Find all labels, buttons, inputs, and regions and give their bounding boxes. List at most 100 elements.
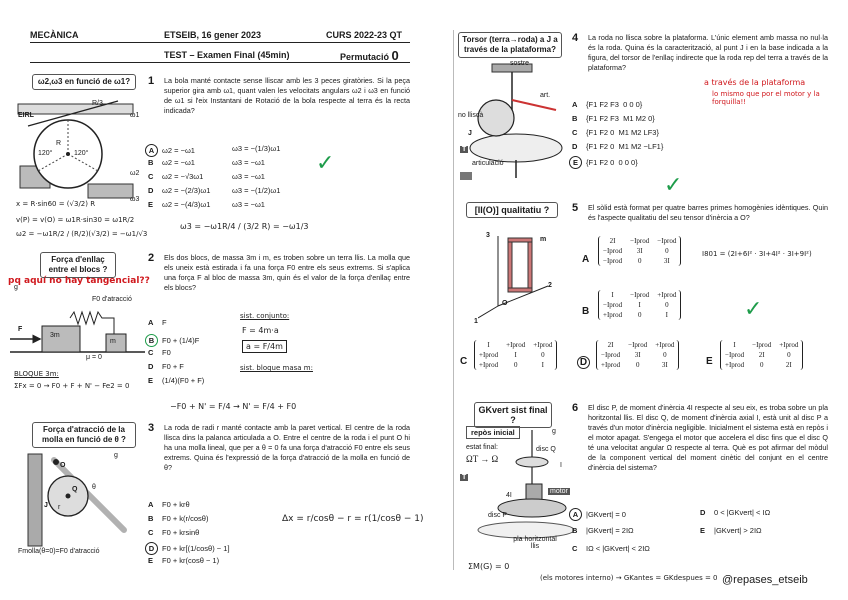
q1-label-w2: ω2 [130,170,140,177]
q5-option-b-label[interactable]: B [582,306,590,317]
q1-number: 1 [148,75,155,87]
q4-number: 4 [572,32,579,44]
q1-note-2: v(P) = v(O) = ω1R·sin30 = ω1R/2 [16,216,135,224]
wheel [477,99,515,137]
q2-label-f: F [18,326,23,333]
q2-note-1: sist. conjunto: [240,312,290,320]
q1-figure [17,100,134,199]
q1-label-120a: 120° [38,150,53,157]
q4-red-note-1: a través de la plataforma [704,78,806,87]
bar-4 [507,237,533,243]
q2-label-mu: μ = 0 [86,354,102,361]
bar-3 [507,287,533,293]
q6-option-a[interactable]: A|GKvert| = 0 [569,508,626,521]
q6-estat-final: estat final: [466,444,498,451]
platform [469,133,563,163]
q4-box: Torsor (terra→roda) a J a través de la p… [458,32,562,58]
q6-number: 6 [572,402,579,414]
q3-label-theta: θ [92,484,96,491]
q1-note-1: x = R·sin60 = (√3/2) R [16,200,96,208]
top-piece [17,103,134,115]
q1-note-3: ω2 = −ω1R/2 / (R/2)(√3/2) = −ω1/√3 [16,230,148,238]
q3-label-j: J [44,502,48,509]
q4-figure [460,63,563,180]
q4-option-e[interactable]: E{F1 F2 0 0 0 0} [569,156,638,169]
q6-option-b[interactable]: B|GKvert| = 2IΩ [572,526,634,535]
q2-label-m: m [110,338,116,345]
q2-number: 2 [148,252,155,264]
q1-box: ω2,ω3 en funció de ω1? [32,74,136,90]
q3-label-g: g [114,452,118,459]
block-3m [41,325,81,353]
q5-box: [II(O)] qualitatiu ? [466,202,558,218]
q4-label-art: art. [540,92,551,99]
q4-option-d[interactable]: D{F1 F2 0 M1 M2 −LF1} [572,142,664,151]
bar-1 [507,239,513,291]
fork [511,99,557,111]
q1-option-b-w3: ω3 = −ω1 [232,158,265,167]
q2-note-2: F = 4m·a [242,326,279,335]
q4-label-nolliscar: no lliscà [458,112,484,119]
subject: MECÀNICA [30,30,79,40]
test-title: TEST – Examen Final (45min) [164,50,290,60]
q2-option-e[interactable]: E(1/4)(F0 + F) [148,376,205,385]
disc-p [497,498,567,518]
q1-note-4: ω3 = −ω1R/4 / (3/2 R) = −ω1/3 [180,222,309,231]
right-piece [87,183,134,199]
q6-repos: repòs inicial [466,426,520,439]
q6-label-i: I [560,462,562,469]
q6-box: GKvert sist final ? [474,402,552,428]
q1-label-r: R [56,140,62,147]
q6-label-discp: disc P [488,512,508,519]
q6-option-e[interactable]: E|GKvert| > 2IΩ [700,526,762,535]
q3-label-fmolla: Fmolla(θ=0)=F0 d'atracció [18,548,100,555]
q5-label-1: 1 [474,318,478,325]
q4-option-b[interactable]: B{F1 F2 F3 M1 M2 0} [572,114,655,123]
q2-label-3m: 3m [50,332,60,339]
q6-label-discq: disc Q [536,446,556,453]
q5-text: El sòlid està format per quatre barres p… [588,203,828,222]
q5-note: I801 = (2I+6I² · 3I+4I² · 3I+9I²) [702,250,812,258]
q3-number: 3 [148,422,155,434]
q4-option-a[interactable]: A{F1 F2 F3 0 0 0} [572,100,643,109]
plane [477,521,575,539]
perm-value: 0 [391,48,399,63]
lever [51,457,127,533]
q5-label-3: 3 [486,232,490,239]
q1-label-w3: ω3 [130,196,140,203]
q2-note-3: a = F/4m [242,340,287,353]
wall [27,453,43,547]
q2-note-7: BLOQUE 3m: [14,370,59,378]
q4-option-c[interactable]: C{F1 F2 0 M1 M2 LF3} [572,128,659,137]
q5-option-c-label[interactable]: C [460,356,468,367]
q3-box: Força d'atracció de la molla en funció d… [32,422,136,448]
q5-option-d-label[interactable]: D [577,356,590,369]
block-m [105,333,127,353]
q5-option-e-label[interactable]: E [706,356,713,367]
q4-label-j: J [468,130,472,137]
bar-2 [527,239,533,291]
q1-text: La bola manté contacte sense lliscar amb… [164,76,410,115]
q5-option-a-label[interactable]: A [582,254,590,265]
